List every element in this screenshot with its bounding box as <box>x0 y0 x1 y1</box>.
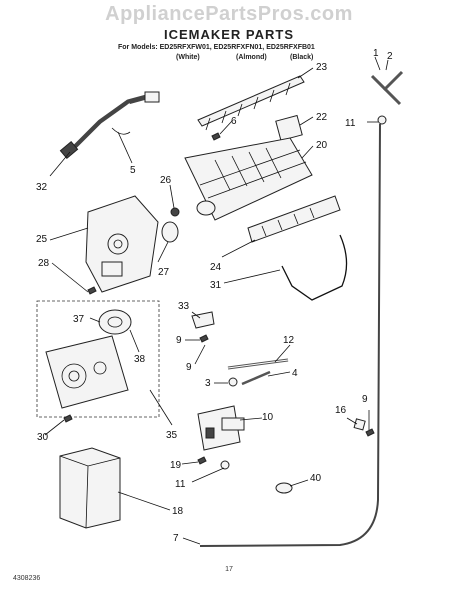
callout-28: 28 <box>38 258 50 269</box>
screw-28-part <box>87 286 97 295</box>
screw-30-part <box>63 414 73 423</box>
color-white-label: (White) <box>176 54 200 61</box>
callout-24: 24 <box>210 262 222 273</box>
model-list: For Models: ED25RFXFW01, ED25RFXFN01, ED… <box>118 44 315 51</box>
callout-12: 12 <box>283 335 295 346</box>
watermark-text: AppliancePartsPros.com <box>105 3 353 25</box>
ejector-blade-part <box>197 75 305 131</box>
foam-block-part <box>59 447 121 529</box>
callout-9-right: 9 <box>362 394 368 405</box>
callout-26: 26 <box>160 175 172 186</box>
mold-heater-part <box>247 195 341 243</box>
screw-6-part <box>211 132 221 141</box>
fill-tube-part <box>199 70 404 547</box>
callout-22: 22 <box>316 112 328 123</box>
callout-11-bottom: 11 <box>175 479 186 490</box>
callout-9-mid: 9 <box>176 335 182 346</box>
diagram-title: ICEMAKER PARTS <box>163 27 295 42</box>
icemaker-mold-part <box>184 137 313 221</box>
screw-9-right-part <box>365 428 375 437</box>
callout-38: 38 <box>134 354 146 365</box>
callout-10: 10 <box>262 412 274 423</box>
clamp-16-part <box>353 418 366 431</box>
callout-6: 6 <box>231 116 237 127</box>
nut-11-lower-part <box>220 460 230 470</box>
callout-37: 37 <box>73 314 85 325</box>
shaft-bearing-part <box>161 221 179 243</box>
callout-18: 18 <box>172 506 184 517</box>
callout-25: 25 <box>36 234 48 245</box>
callout-33: 33 <box>178 301 190 312</box>
callout-23: 23 <box>316 62 328 73</box>
callout-9-lower: 9 <box>186 362 192 373</box>
diagram-code: 4308236 <box>13 575 41 582</box>
callout-2: 2 <box>387 51 393 62</box>
callout-35: 35 <box>166 430 178 441</box>
callout-19: 19 <box>170 460 182 471</box>
screw-19-part <box>197 456 207 465</box>
water-valve-part <box>197 405 245 451</box>
screw-9-part <box>199 334 209 343</box>
control-housing-part <box>85 195 159 293</box>
shutoff-arm-part <box>281 234 348 301</box>
callout-4: 4 <box>292 368 298 379</box>
tube-fitting-part <box>241 370 271 386</box>
callout-16: 16 <box>335 405 347 416</box>
color-black-label: (Black) <box>290 54 314 61</box>
callout-30: 30 <box>37 432 49 443</box>
assembly-35-boundary <box>36 300 160 418</box>
leader-lines <box>44 56 389 545</box>
callout-20: 20 <box>316 140 328 151</box>
callout-27: 27 <box>158 267 170 278</box>
callout-7: 7 <box>173 533 179 544</box>
icemaker-cover-part <box>275 114 303 142</box>
callout-40: 40 <box>310 473 322 484</box>
callout-32: 32 <box>36 182 48 193</box>
grommet-part <box>275 482 293 494</box>
callout-1: 1 <box>373 48 379 59</box>
callout-5: 5 <box>130 165 136 176</box>
gear-plate-part <box>45 335 129 409</box>
page-number: 17 <box>225 566 233 573</box>
callout-3: 3 <box>205 378 211 389</box>
wire-harness-part <box>59 91 160 160</box>
water-tube-inner <box>227 359 289 369</box>
shaft-clip-part <box>170 207 180 217</box>
callout-11-top: 11 <box>345 118 356 129</box>
callout-31: 31 <box>210 280 222 291</box>
color-almond-label: (Almond) <box>236 54 267 61</box>
color-labels: (White) (Almond) (Black) <box>118 54 358 64</box>
nut-part <box>228 377 238 387</box>
motor-part <box>98 309 132 335</box>
